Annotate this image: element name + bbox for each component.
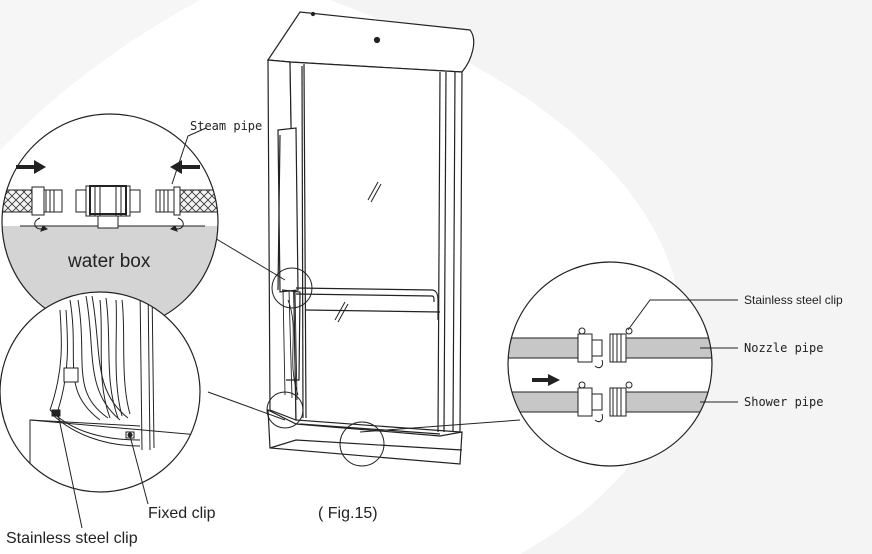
nozzle-rail bbox=[295, 287, 439, 320]
shower-pipe-left bbox=[508, 391, 579, 413]
door-mark-upper bbox=[367, 181, 382, 203]
background-swoosh-left bbox=[0, 0, 200, 150]
fixed-clip-label: Fixed clip bbox=[148, 505, 216, 522]
background-swoosh bbox=[330, 0, 872, 554]
zoom-marker-base-left bbox=[266, 391, 304, 429]
nozzle-pipe-right bbox=[625, 337, 712, 359]
callout-clips-left bbox=[0, 291, 201, 529]
stainless-clip-leader bbox=[57, 413, 83, 529]
cabin-door-frame bbox=[289, 61, 463, 433]
figure-caption: ( Fig.15) bbox=[318, 505, 378, 522]
zoom-marker-base-right bbox=[339, 421, 385, 467]
door-mark-lower bbox=[334, 301, 349, 323]
shower-pipe-label: Shower pipe bbox=[744, 395, 824, 409]
hose-left bbox=[2, 189, 33, 213]
roof-hole bbox=[373, 36, 381, 44]
stainless-clip-leader-right bbox=[627, 299, 738, 331]
stainless-steel-clip-label-left: Stainless steel clip bbox=[6, 530, 138, 547]
fixed-clip-leader bbox=[129, 435, 149, 505]
zoom-marker-water-box bbox=[271, 267, 313, 309]
steam-column bbox=[277, 127, 299, 293]
callout-pipes-right bbox=[507, 261, 738, 467]
nozzle-pipe-left bbox=[508, 337, 579, 359]
water-box-label: water box bbox=[68, 251, 151, 272]
shower-cabin bbox=[266, 11, 475, 465]
stainless-steel-clip-label-right: Stainless steel clip bbox=[744, 293, 843, 307]
shower-pipe-right bbox=[625, 391, 712, 413]
nozzle-pipe-label: Nozzle pipe bbox=[744, 341, 824, 355]
hose-right bbox=[173, 189, 218, 213]
steam-pipe-label: Steam pipe bbox=[190, 119, 263, 133]
tee-fitting bbox=[85, 185, 131, 217]
